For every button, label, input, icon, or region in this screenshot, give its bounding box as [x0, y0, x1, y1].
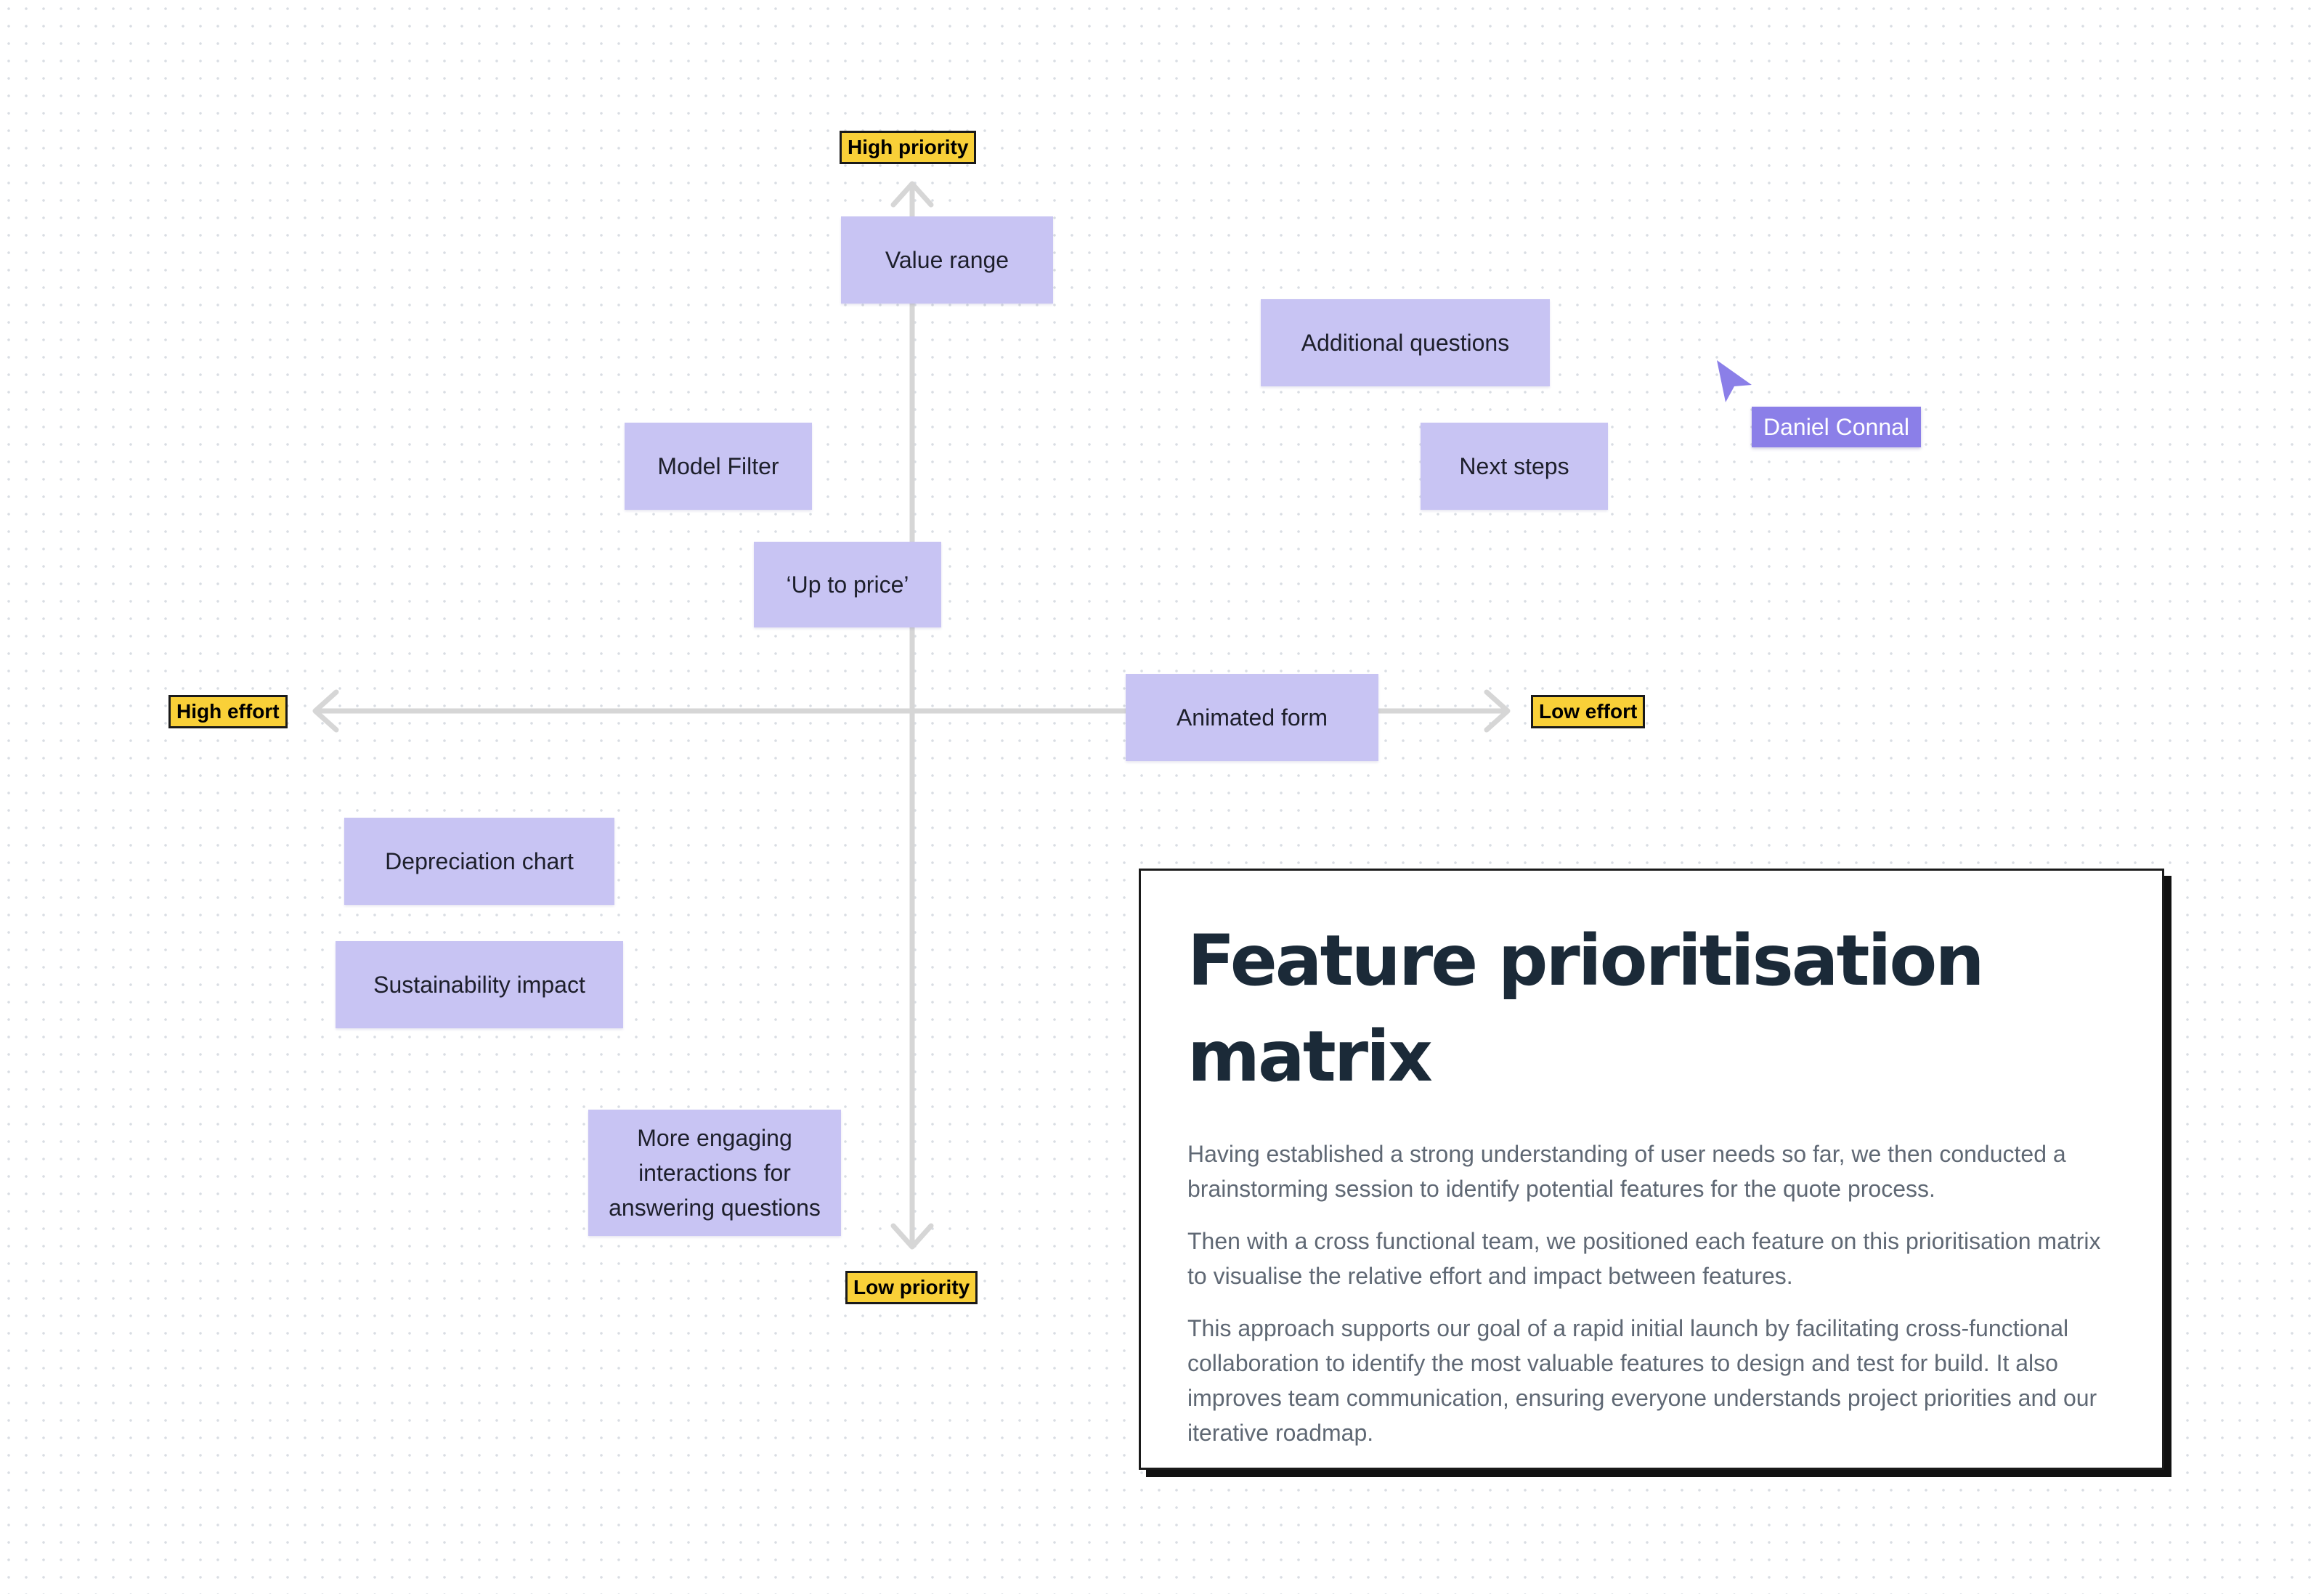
axis-label-low-priority[interactable]: Low priority: [845, 1271, 978, 1304]
collaborator-name-tag: Daniel Connal: [1752, 407, 1922, 447]
card-paragraph: Then with a cross functional team, we po…: [1187, 1228, 2101, 1289]
sticky-note-next-steps[interactable]: Next steps: [1421, 423, 1608, 510]
sticky-note-engaging-interactions[interactable]: More engaging interactions for answering…: [588, 1110, 841, 1236]
arrowhead-icon: [312, 689, 339, 733]
sticky-note-depreciation-chart[interactable]: Depreciation chart: [344, 818, 614, 905]
arrowhead-icon: [1484, 689, 1511, 733]
axis-label-high-effort[interactable]: High effort: [168, 695, 288, 728]
pointer-arrow-icon: [1717, 360, 1752, 402]
sticky-note-additional-questions[interactable]: Additional questions: [1261, 299, 1550, 386]
axis-label-high-priority[interactable]: High priority: [840, 131, 977, 164]
card-paragraph: This approach supports our goal of a rap…: [1187, 1315, 2097, 1446]
sticky-note-model-filter[interactable]: Model Filter: [625, 423, 812, 510]
arrowhead-icon: [890, 181, 934, 208]
axis-label-low-effort[interactable]: Low effort: [1531, 695, 1646, 728]
sticky-note-animated-form[interactable]: Animated form: [1126, 674, 1378, 761]
arrowhead-icon: [890, 1223, 934, 1250]
card-paragraph: Having established a strong understandin…: [1187, 1141, 2066, 1202]
sticky-note-up-to-price[interactable]: ‘Up to price’: [754, 542, 941, 627]
card-title: Feature prioritisation matrix: [1187, 920, 1985, 1097]
sticky-note-sustainability-impact[interactable]: Sustainability impact: [336, 941, 623, 1028]
description-card[interactable]: Feature prioritisation matrix Having est…: [1139, 869, 2164, 1470]
sticky-note-value-range[interactable]: Value range: [841, 216, 1053, 304]
